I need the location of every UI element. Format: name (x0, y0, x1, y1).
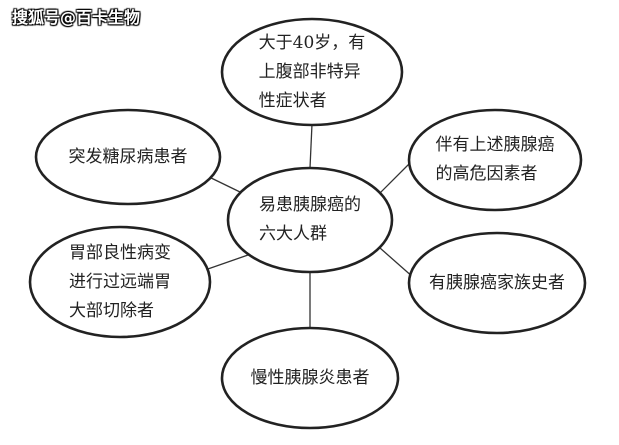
node-line: 进行过远端胃 (69, 271, 171, 292)
ellipse-bottom (220, 326, 400, 430)
node-center: 易患胰腺癌的六大人群 (228, 168, 392, 272)
ellipse-top-right (407, 108, 583, 212)
connector-top (309, 123, 313, 169)
connector-right (379, 247, 415, 279)
node-line: 突发糖尿病患者 (68, 146, 188, 167)
ellipse-bottom-left (28, 225, 212, 339)
node-top: 大于40岁，有上腹部非特异性症状者 (222, 19, 402, 125)
node-top-left: 突发糖尿病患者 (36, 110, 220, 204)
node-line: 上腹部非特异 (258, 61, 361, 82)
ellipse-right (407, 231, 587, 335)
node-line: 大部切除者 (69, 300, 154, 321)
node-line: 易患胰腺癌的 (259, 195, 361, 215)
node-line: 有胰腺癌家族史者 (429, 272, 565, 293)
node-bottom-left: 胃部良性病变进行过远端胃大部切除者 (30, 227, 210, 337)
node-line: 胃部良性病变 (69, 242, 171, 263)
node-line: 六大人群 (259, 224, 327, 244)
node-line: 伴有上述胰腺癌 (435, 135, 555, 155)
node-line: 的高危因素者 (435, 164, 538, 184)
node-line: 性症状者 (258, 90, 327, 111)
node-line: 慢性胰腺炎患者 (250, 367, 370, 388)
node-bottom: 慢性胰腺炎患者 (222, 328, 398, 428)
node-right: 有胰腺癌家族史者 (409, 233, 585, 333)
ellipse-center (226, 166, 394, 274)
watermark: 搜狐号@百卡生物 (12, 8, 141, 27)
ellipse-top (220, 17, 404, 127)
ellipse-top-left (34, 108, 222, 206)
node-line: 大于40岁，有 (258, 32, 366, 53)
connector-bottom-left (204, 254, 249, 271)
node-top-right: 伴有上述胰腺癌的高危因素者 (409, 110, 581, 210)
